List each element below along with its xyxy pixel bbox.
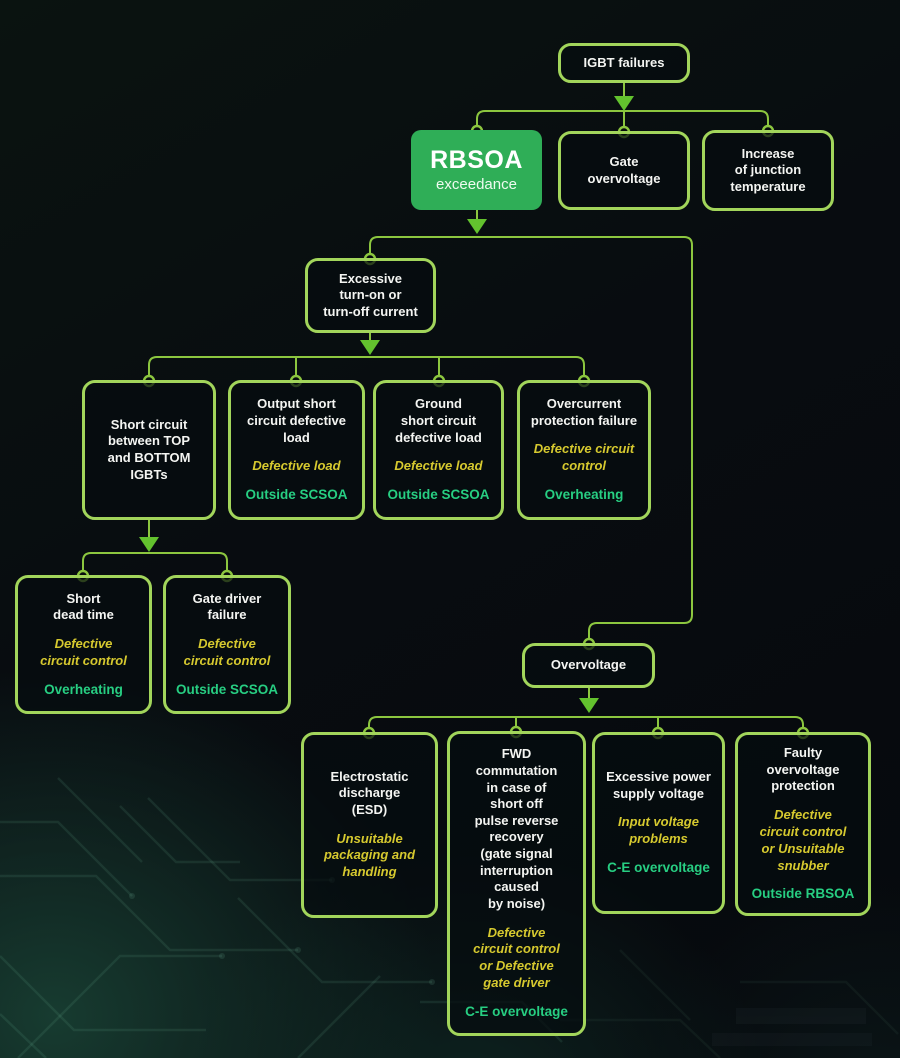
node-title: Overcurrent protection failure: [530, 396, 638, 428]
node-result: C-E overvoltage: [465, 1004, 568, 1020]
node-faulty-overvoltage-protection: Faulty overvoltage protection Defective …: [735, 732, 871, 916]
node-fwd-commutation: FWD commutation in case of short off pul…: [447, 731, 586, 1036]
node-title: Gate overvoltage: [587, 153, 661, 186]
faint-watermark: [712, 1008, 872, 1046]
node-cause: Defective load: [252, 458, 341, 474]
node-junction-temperature: Increase of junction temperature: [702, 130, 834, 211]
node-title: IGBT failures: [583, 54, 665, 70]
arrow-down-icon: [467, 219, 487, 234]
node-cause: Defective circuit control: [183, 635, 271, 668]
node-subtitle: exceedance: [436, 175, 517, 193]
node-cause: Defective circuit control or Unsuitable …: [759, 806, 847, 873]
node-result: Overheating: [544, 487, 624, 503]
arrow-down-icon: [579, 698, 599, 713]
node-cause: Input voltage problems: [618, 814, 699, 847]
node-result: Overheating: [44, 681, 123, 697]
node-short-circuit-top-bottom: Short circuit between TOP and BOTTOM IGB…: [82, 380, 216, 520]
faint-watermark-bar: [712, 1033, 872, 1046]
node-cause: Unsuitable packaging and handling: [323, 830, 416, 880]
faint-watermark-bar: [736, 1008, 866, 1024]
node-cause: Defective circuit control: [533, 441, 635, 474]
node-result: C-E overvoltage: [607, 860, 710, 876]
node-gate-driver-failure: Gate driver failure Defective circuit co…: [163, 575, 291, 714]
node-title: Electrostatic discharge (ESD): [330, 768, 409, 817]
node-igbt-failures: IGBT failures: [558, 43, 690, 83]
node-title: Increase of junction temperature: [730, 145, 806, 194]
arrow-down-icon: [614, 96, 634, 111]
node-excessive-current: Excessive turn-on or turn-off current: [305, 258, 436, 333]
node-excessive-supply-voltage: Excessive power supply voltage Input vol…: [592, 732, 725, 914]
arrow-down-icon: [139, 537, 159, 552]
node-result: Outside RBSOA: [751, 886, 855, 902]
node-title: Overvoltage: [550, 657, 627, 673]
node-result: Outside SCSOA: [387, 487, 490, 503]
node-title: Gate driver failure: [192, 590, 262, 623]
node-cause: Defective circuit control: [40, 635, 127, 668]
node-title: Short circuit between TOP and BOTTOM IGB…: [107, 416, 191, 482]
arrow-down-icon: [360, 340, 380, 355]
node-gate-overvoltage: Gate overvoltage: [558, 131, 690, 210]
node-title: Excessive power supply voltage: [606, 769, 711, 801]
node-ground-short-circuit: Ground short circuit defective load Defe…: [373, 380, 504, 520]
node-short-dead-time: Short dead time Defective circuit contro…: [15, 575, 152, 714]
node-esd: Electrostatic discharge (ESD) Unsuitable…: [301, 732, 438, 918]
node-title: Excessive turn-on or turn-off current: [323, 270, 418, 319]
node-title: Faulty overvoltage protection: [766, 745, 840, 794]
node-overvoltage: Overvoltage: [522, 643, 655, 688]
node-result: Outside SCSOA: [245, 487, 348, 503]
node-result: Outside SCSOA: [175, 681, 278, 697]
node-title: Short dead time: [53, 590, 114, 623]
node-cause: Defective load: [394, 458, 483, 474]
node-title: FWD commutation in case of short off pul…: [474, 746, 559, 911]
node-title: RBSOA: [430, 146, 523, 175]
node-cause: Defective circuit control or Defective g…: [473, 924, 560, 991]
node-overcurrent-protection: Overcurrent protection failure Defective…: [517, 380, 651, 520]
node-rbsoa-exceedance: RBSOA exceedance: [411, 130, 542, 210]
node-output-short-circuit: Output short circuit defective load Defe…: [228, 380, 365, 520]
node-title: Ground short circuit defective load: [395, 396, 482, 445]
node-title: Output short circuit defective load: [247, 396, 346, 445]
